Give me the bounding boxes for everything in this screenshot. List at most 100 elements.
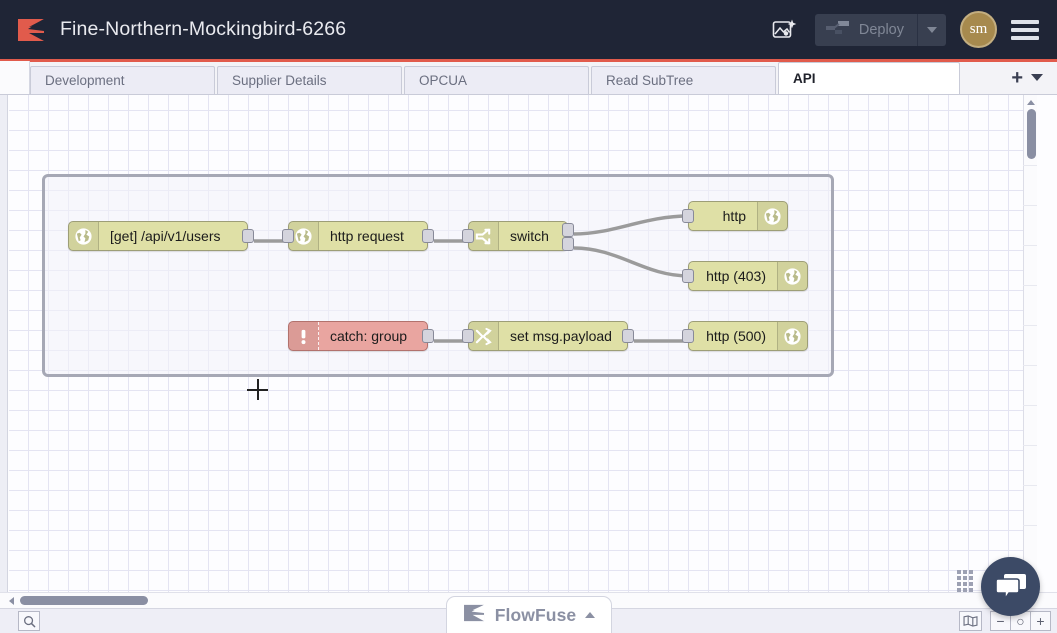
tab-development[interactable]: Development (30, 66, 215, 94)
node-change[interactable]: set msg.payload (462, 321, 634, 351)
deploy-button-main[interactable]: Deploy (815, 14, 917, 46)
branch-icon (469, 222, 499, 250)
dot (957, 588, 961, 592)
zoom-in-button[interactable]: + (1030, 611, 1051, 631)
header-actions: Deploy sm (767, 11, 1057, 48)
flowfuse-label: FlowFuse (494, 604, 577, 625)
node-label: set msg.payload (510, 328, 612, 344)
globe-icon (777, 262, 807, 290)
flowfuse-panel-toggle[interactable]: FlowFuse (446, 596, 612, 633)
tab-label: API (793, 71, 816, 86)
palette-collapsed-rail[interactable] (0, 95, 8, 592)
tab-label: Development (45, 73, 125, 88)
plus-icon[interactable]: + (1011, 66, 1023, 89)
node-output-port-2[interactable] (562, 237, 574, 251)
tab-api[interactable]: API (778, 62, 960, 94)
node-label: switch (510, 228, 549, 244)
tab-supplier-details[interactable]: Supplier Details (217, 66, 402, 94)
tabbar-gutter (0, 61, 30, 94)
canvas-vertical-scrollbar[interactable] (1023, 95, 1037, 592)
node-output-port-1[interactable] (562, 223, 574, 237)
menu-bar-3 (1011, 35, 1039, 40)
dot (957, 570, 961, 574)
workspace: [get] /api/v1/users http request (0, 95, 1057, 592)
globe-icon (777, 322, 807, 350)
scroll-left-icon[interactable] (9, 596, 14, 605)
dot (969, 570, 973, 574)
deploy-divider (917, 13, 918, 46)
canvas-crosshair-cursor (247, 379, 268, 400)
tab-opcua[interactable]: OPCUA (404, 66, 589, 94)
node-label: [get] /api/v1/users (110, 228, 221, 244)
image-sparkle-icon[interactable] (767, 13, 801, 47)
brand-area: Fine-Northern-Mockingbird-6266 (0, 16, 346, 44)
flowfuse-logo-icon (463, 603, 486, 628)
flow-canvas[interactable]: [get] /api/v1/users http request (9, 95, 1037, 592)
avatar[interactable]: sm (960, 11, 997, 48)
dot (957, 576, 961, 580)
chevron-down-icon[interactable] (1031, 74, 1043, 81)
node-http-request[interactable]: http request (282, 221, 434, 251)
dot (957, 582, 961, 586)
node-input-port[interactable] (682, 269, 694, 283)
node-input-port[interactable] (682, 329, 694, 343)
dot (963, 588, 967, 592)
dot (969, 588, 973, 592)
node-http-response-403[interactable]: http (403) (682, 261, 808, 291)
chevron-down-icon (927, 26, 937, 33)
node-input-port[interactable] (462, 229, 474, 243)
node-label: http (500) (706, 328, 766, 344)
node-label: catch: group (330, 328, 408, 344)
globe-icon (757, 202, 787, 230)
globe-icon (69, 222, 99, 250)
dot (969, 576, 973, 580)
node-output-port[interactable] (242, 229, 254, 243)
navigator-map-icon[interactable] (959, 611, 982, 631)
deploy-bars-icon (825, 20, 850, 40)
canvas-view-controls: − ○ + (959, 611, 1057, 631)
node-input-port[interactable] (682, 209, 694, 223)
node-http-response[interactable]: http (682, 201, 788, 231)
tab-label: Read SubTree (606, 73, 694, 88)
hamburger-menu-icon[interactable] (1011, 19, 1039, 40)
node-output-port[interactable] (422, 229, 434, 243)
tab-read-subtree[interactable]: Read SubTree (591, 66, 776, 94)
node-input-port[interactable] (282, 229, 294, 243)
globe-icon (289, 222, 319, 250)
deploy-label: Deploy (858, 21, 904, 38)
flow-tabbar: Development Supplier Details OPCUA Read … (0, 61, 1057, 95)
node-http-response-500[interactable]: http (500) (682, 321, 808, 351)
avatar-initials: sm (969, 21, 988, 37)
horizontal-scroll-thumb[interactable] (20, 596, 148, 605)
app-header: Fine-Northern-Mockingbird-6266 (0, 0, 1057, 62)
node-label: http request (330, 228, 404, 244)
node-label: http (403) (706, 268, 766, 284)
drag-handle-dots[interactable] (957, 570, 973, 592)
node-output-port[interactable] (622, 329, 634, 343)
node-http-in[interactable]: [get] /api/v1/users (68, 221, 254, 251)
page-title: Fine-Northern-Mockingbird-6266 (60, 18, 347, 40)
exclamation-icon (289, 322, 319, 350)
node-output-port[interactable] (422, 329, 434, 343)
node-input-port[interactable] (462, 329, 474, 343)
dot (969, 582, 973, 586)
node-catch[interactable]: catch: group (288, 321, 434, 351)
scroll-up-icon[interactable] (1027, 100, 1035, 105)
deploy-options-button[interactable] (918, 14, 946, 46)
chat-bubble-icon[interactable] (981, 557, 1040, 616)
menu-bar-2 (1011, 27, 1039, 32)
dot (963, 576, 967, 580)
tab-label: OPCUA (419, 73, 468, 88)
tab-label: Supplier Details (232, 73, 327, 88)
node-switch[interactable]: switch (462, 221, 574, 251)
dot (963, 582, 967, 586)
tabbar-actions: + (997, 64, 1057, 94)
flowfuse-logo-icon[interactable] (16, 16, 46, 44)
search-icon[interactable] (18, 611, 40, 631)
deploy-button[interactable]: Deploy (814, 13, 946, 46)
shuffle-icon (469, 322, 499, 350)
chevron-up-icon[interactable] (585, 612, 596, 618)
menu-bar-1 (1011, 19, 1039, 24)
vertical-scroll-thumb[interactable] (1027, 109, 1036, 159)
